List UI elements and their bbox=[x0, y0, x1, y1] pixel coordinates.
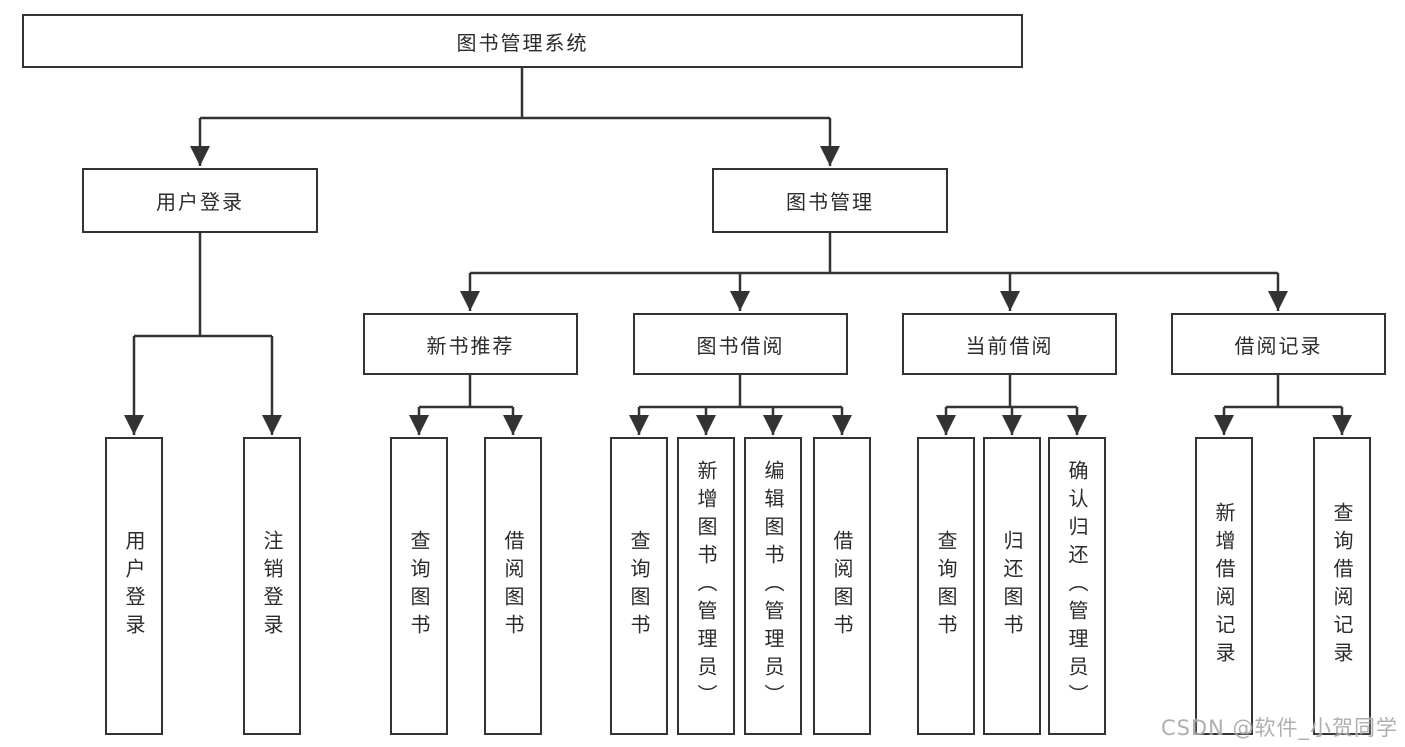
csdn-watermark: CSDN @软件_小贺同学 bbox=[1160, 716, 1398, 740]
node-library-system: 图书管理系统 bbox=[22, 14, 1023, 68]
node-user-login: 用户登录 bbox=[82, 168, 318, 233]
node-book-borrowing: 图书借阅 bbox=[633, 313, 848, 375]
node-new-book-recommendation: 新书推荐 bbox=[363, 313, 578, 375]
leaf-query-books: 查询图书 bbox=[610, 437, 668, 735]
leaf-add-borrow-record: 新增借阅记录 bbox=[1195, 437, 1253, 735]
leaf-return-book: 归还图书 bbox=[983, 437, 1041, 735]
leaf-query-books: 查询图书 bbox=[390, 437, 448, 735]
leaf-label: 查询图书 bbox=[407, 530, 431, 642]
node-book-management: 图书管理 bbox=[712, 168, 948, 233]
leaf-query-books: 查询图书 bbox=[917, 437, 975, 735]
leaf-label: 用户登录 bbox=[122, 530, 146, 642]
leaf-confirm-return-admin: 确认归还（管理员） bbox=[1048, 437, 1106, 735]
leaf-label: 编辑图书（管理员） bbox=[761, 460, 785, 712]
leaf-add-book-admin: 新增图书（管理员） bbox=[677, 437, 735, 735]
node-borrowing-records: 借阅记录 bbox=[1171, 313, 1386, 375]
node-current-borrowing: 当前借阅 bbox=[902, 313, 1117, 375]
leaf-edit-book-admin: 编辑图书（管理员） bbox=[744, 437, 802, 735]
leaf-logout: 注销登录 bbox=[243, 437, 301, 735]
leaf-label: 查询借阅记录 bbox=[1330, 502, 1354, 670]
leaf-borrow-books: 借阅图书 bbox=[813, 437, 871, 735]
leaf-borrow-books: 借阅图书 bbox=[484, 437, 542, 735]
leaf-label: 归还图书 bbox=[1000, 530, 1024, 642]
leaf-label: 确认归还（管理员） bbox=[1065, 460, 1089, 712]
leaf-label: 注销登录 bbox=[260, 530, 284, 642]
leaf-label: 查询图书 bbox=[627, 530, 651, 642]
leaf-label: 新增图书（管理员） bbox=[694, 460, 718, 712]
leaf-label: 借阅图书 bbox=[501, 530, 525, 642]
leaf-label: 借阅图书 bbox=[830, 530, 854, 642]
leaf-user-login: 用户登录 bbox=[105, 437, 163, 735]
leaf-label: 新增借阅记录 bbox=[1212, 502, 1236, 670]
leaf-query-borrow-record: 查询借阅记录 bbox=[1313, 437, 1371, 735]
leaf-label: 查询图书 bbox=[934, 530, 958, 642]
